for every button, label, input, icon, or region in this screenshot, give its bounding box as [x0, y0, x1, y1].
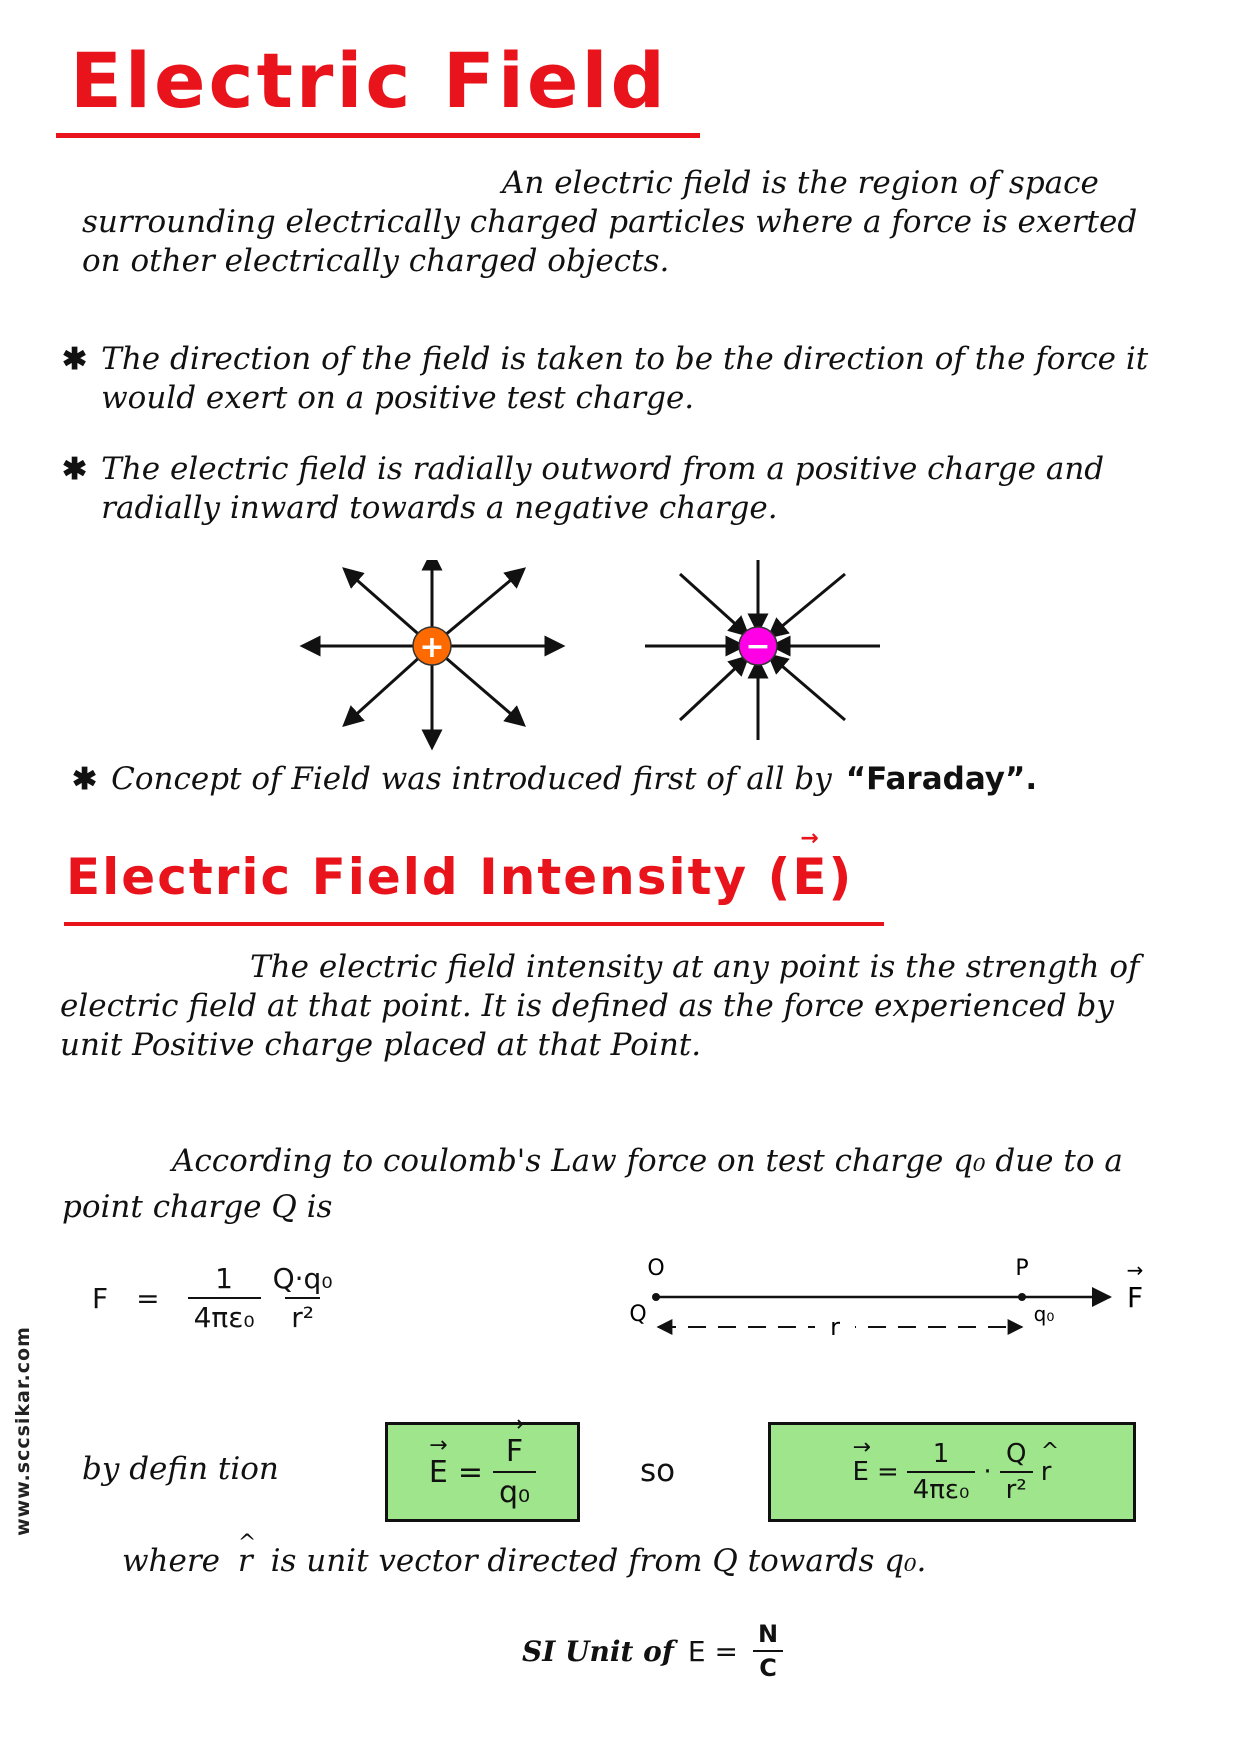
box2-den2: r²: [999, 1471, 1033, 1505]
positive-charge-field: +: [299, 560, 566, 751]
box1-eq: =: [457, 1454, 484, 1490]
faraday-note: ✱ Concept of Field was introduced first …: [72, 760, 1192, 799]
faraday-text: Concept of Field was introduced first of…: [111, 761, 832, 797]
section-underline: [64, 922, 884, 926]
box2-lhs: E: [853, 1435, 870, 1487]
box2-eq: =: [876, 1457, 899, 1487]
box2-fraction-1: 1 4πε₀: [906, 1439, 976, 1505]
title-underline: [56, 133, 700, 138]
box2-dot: ·: [983, 1457, 992, 1487]
coulomb-statement: According to coulomb's Law force on test…: [62, 1143, 1123, 1225]
bullet-radial: ✱ The electric field is radially outword…: [62, 450, 1182, 528]
box1-lhs: E: [429, 1433, 448, 1490]
negative-symbol: −: [745, 629, 770, 664]
note-text: is unit vector directed from Q towards q…: [270, 1543, 927, 1579]
box2-fraction-2: Q r²: [999, 1439, 1033, 1505]
positive-symbol: +: [419, 630, 444, 665]
box2-num2: Q: [1006, 1439, 1027, 1469]
formula-fraction-2: Q·q₀ r²: [267, 1262, 339, 1334]
fraction-1-num: 1: [215, 1262, 233, 1295]
definition-box-e: E = F q₀: [385, 1412, 580, 1522]
si-unit-quantity: E =: [687, 1634, 738, 1668]
asterisk-icon: ✱: [72, 762, 98, 797]
si-unit-label: SI Unit of: [522, 1634, 674, 1668]
si-unit-fraction: N C: [752, 1620, 784, 1682]
si-unit-num: N: [757, 1620, 779, 1648]
si-unit-line: SI Unit of E = N C: [522, 1620, 784, 1682]
box2-unit-vector: r: [1041, 1439, 1052, 1487]
box2-den1: 4πε₀: [906, 1471, 976, 1505]
asterisk-icon: ✱: [62, 342, 88, 377]
label-force: F: [1127, 1281, 1143, 1314]
note-prefix: where: [122, 1543, 221, 1579]
bullet-direction-text: The direction of the field is taken to b…: [101, 341, 1149, 416]
page-title: Electric Field: [70, 36, 668, 125]
positive-charge-circle: [412, 626, 452, 666]
section-heading-close: ): [828, 848, 854, 906]
section-heading-text: Electric Field Intensity (: [66, 848, 793, 906]
bullet-radial-text: The electric field is radially outword f…: [101, 451, 1105, 526]
force-arrow-icon: →: [1127, 1258, 1144, 1282]
website-url: www.sccsikar.com: [12, 1326, 34, 1536]
label-p: P: [1015, 1256, 1028, 1281]
si-unit-den: C: [753, 1650, 783, 1682]
box1-fraction: F q₀: [493, 1412, 537, 1510]
label-o: O: [647, 1256, 664, 1281]
label-distance: r: [830, 1313, 840, 1341]
formula-eq: =: [136, 1281, 160, 1315]
negative-charge-field: −: [645, 560, 880, 740]
fraction-1-den: 4πε₀: [187, 1297, 261, 1334]
intro-paragraph: An electric field is the region of space…: [82, 165, 1138, 279]
definition-box-coulomb: E = 1 4πε₀ · Q r² r: [768, 1422, 1136, 1522]
e-vector-symbol: E: [792, 826, 828, 906]
formula-lhs: F: [92, 1281, 109, 1315]
intensity-definition: The electric field intensity at any poin…: [60, 949, 1140, 1063]
so-word: so: [640, 1453, 676, 1489]
note-symbol: r: [238, 1524, 253, 1581]
faraday-name: “Faraday”.: [845, 761, 1038, 797]
label-q-source: Q: [629, 1302, 646, 1327]
fraction-2-num: Q·q₀: [272, 1262, 333, 1295]
negative-charge-circle: [738, 626, 778, 666]
bullet-direction: ✱ The direction of the field is taken to…: [62, 340, 1182, 418]
formula-fraction-1: 1 4πε₀: [187, 1262, 261, 1334]
box1-den: q₀: [493, 1471, 537, 1510]
box2-num1: 1: [932, 1439, 950, 1469]
fraction-2-den: r²: [285, 1297, 320, 1334]
definition-prefix: by defin tion: [82, 1451, 279, 1487]
point-charge-figure: O P Q q₀ F → r: [629, 1256, 1144, 1343]
section-heading: Electric Field Intensity (E): [66, 826, 854, 906]
field-lines-diagram: + −: [299, 560, 880, 751]
asterisk-icon: ✱: [62, 452, 88, 487]
coulomb-formula: F = 1 4πε₀ Q·q₀ r²: [92, 1262, 339, 1334]
box1-num: F: [500, 1412, 530, 1471]
label-q-test: q₀: [1034, 1302, 1055, 1326]
unit-vector-note: where r is unit vector directed from Q t…: [122, 1524, 1172, 1581]
